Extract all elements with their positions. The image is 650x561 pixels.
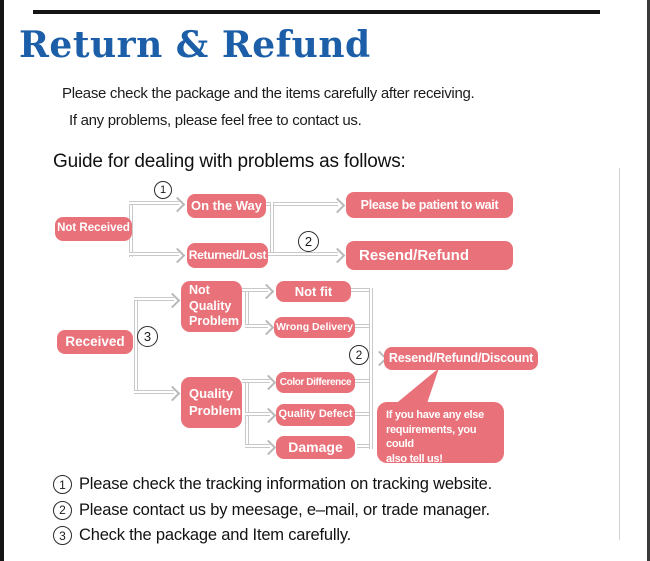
flow-node-resend-refund: Resend/Refund xyxy=(346,241,513,270)
footnote-text: Please check the tracking information on… xyxy=(79,475,493,493)
connector-line xyxy=(245,412,270,416)
flow-node-color-difference: Color Difference xyxy=(276,372,355,393)
arrowhead-icon xyxy=(260,439,277,456)
footnote-text: Check the package and Item carefully. xyxy=(79,526,352,544)
connector-line xyxy=(268,252,338,256)
connector-line xyxy=(369,288,373,449)
arrowhead-icon xyxy=(164,292,181,309)
flow-node-quality-problem: Quality Problem xyxy=(181,377,242,428)
circled-number: 2 xyxy=(53,500,72,520)
speech-bubble-tail xyxy=(393,368,439,406)
circled-marker-1: 1 xyxy=(154,181,172,199)
flow-node-please-be-patient: Please be patient to wait xyxy=(346,192,513,218)
flow-node-wrong-delivery: Wrong Delivery xyxy=(274,317,355,338)
footnote-row: 3 Check the package and Item carefully. xyxy=(53,526,492,545)
connector-line xyxy=(270,202,274,254)
speech-bubble-note: If you have any else requirements, you c… xyxy=(377,402,504,465)
arrowhead-icon xyxy=(329,247,346,264)
arrowhead-icon xyxy=(169,247,186,264)
flow-node-not-fit: Not fit xyxy=(276,281,351,302)
arrowhead-icon xyxy=(258,319,275,336)
connector-line xyxy=(242,379,270,383)
connector-line xyxy=(245,288,249,327)
flow-node-on-the-way: On the Way xyxy=(187,194,266,218)
faint-divider-line xyxy=(619,168,620,540)
connector-line xyxy=(351,288,369,292)
flow-node-quality-defect: Quality Defect xyxy=(276,404,355,426)
flow-node-not-received: Not Received xyxy=(55,217,132,241)
intro-line-2: If any problems, please feel free to con… xyxy=(69,112,362,129)
intro-line-1: Please check the package and the items c… xyxy=(62,85,475,102)
arrowhead-icon xyxy=(329,197,346,214)
circled-marker-2-top: 2 xyxy=(298,231,319,252)
circled-marker-2-bottom: 2 xyxy=(349,345,369,365)
connector-line xyxy=(129,201,179,205)
footnote-text: Please contact us by meesage, e–mail, or… xyxy=(79,500,490,519)
connector-line xyxy=(355,324,369,328)
arrowhead-icon xyxy=(258,283,275,300)
connector-line xyxy=(129,252,179,256)
arrowhead-icon xyxy=(169,196,186,213)
circled-number: 3 xyxy=(53,526,72,545)
connector-line xyxy=(266,202,338,206)
footnotes: 1 Please check the tracking information … xyxy=(53,475,492,545)
flow-node-not-quality-problem: Not Quality Problem xyxy=(181,281,242,332)
circled-number: 1 xyxy=(53,475,72,494)
right-frame-border xyxy=(647,0,650,561)
arrowhead-icon xyxy=(260,407,277,424)
connector-line xyxy=(355,412,369,416)
arrowhead-icon xyxy=(260,374,277,391)
footnote-row: 2 Please contact us by meesage, e–mail, … xyxy=(53,500,492,520)
flow-node-resend-refund-discount: Resend/Refund/Discount xyxy=(384,347,538,370)
top-rule xyxy=(33,10,600,14)
connector-line xyxy=(242,288,268,292)
connector-line xyxy=(245,444,270,448)
flow-node-received: Received xyxy=(57,330,133,354)
flow-node-damage: Damage xyxy=(276,436,355,459)
footnote-row: 1 Please check the tracking information … xyxy=(53,475,492,494)
left-frame-border xyxy=(0,0,4,561)
circled-marker-3: 3 xyxy=(137,326,158,347)
flow-node-returned-lost: Returned/Lost xyxy=(187,243,268,268)
arrowhead-icon xyxy=(164,385,181,402)
connector-line xyxy=(355,379,369,383)
connector-line xyxy=(134,297,174,301)
connector-line xyxy=(134,297,138,392)
connector-line xyxy=(245,324,268,328)
connector-line xyxy=(134,390,174,394)
guide-heading: Guide for dealing with problems as follo… xyxy=(53,151,406,172)
connector-line xyxy=(357,444,369,448)
page-title: Return & Refund xyxy=(19,24,371,66)
